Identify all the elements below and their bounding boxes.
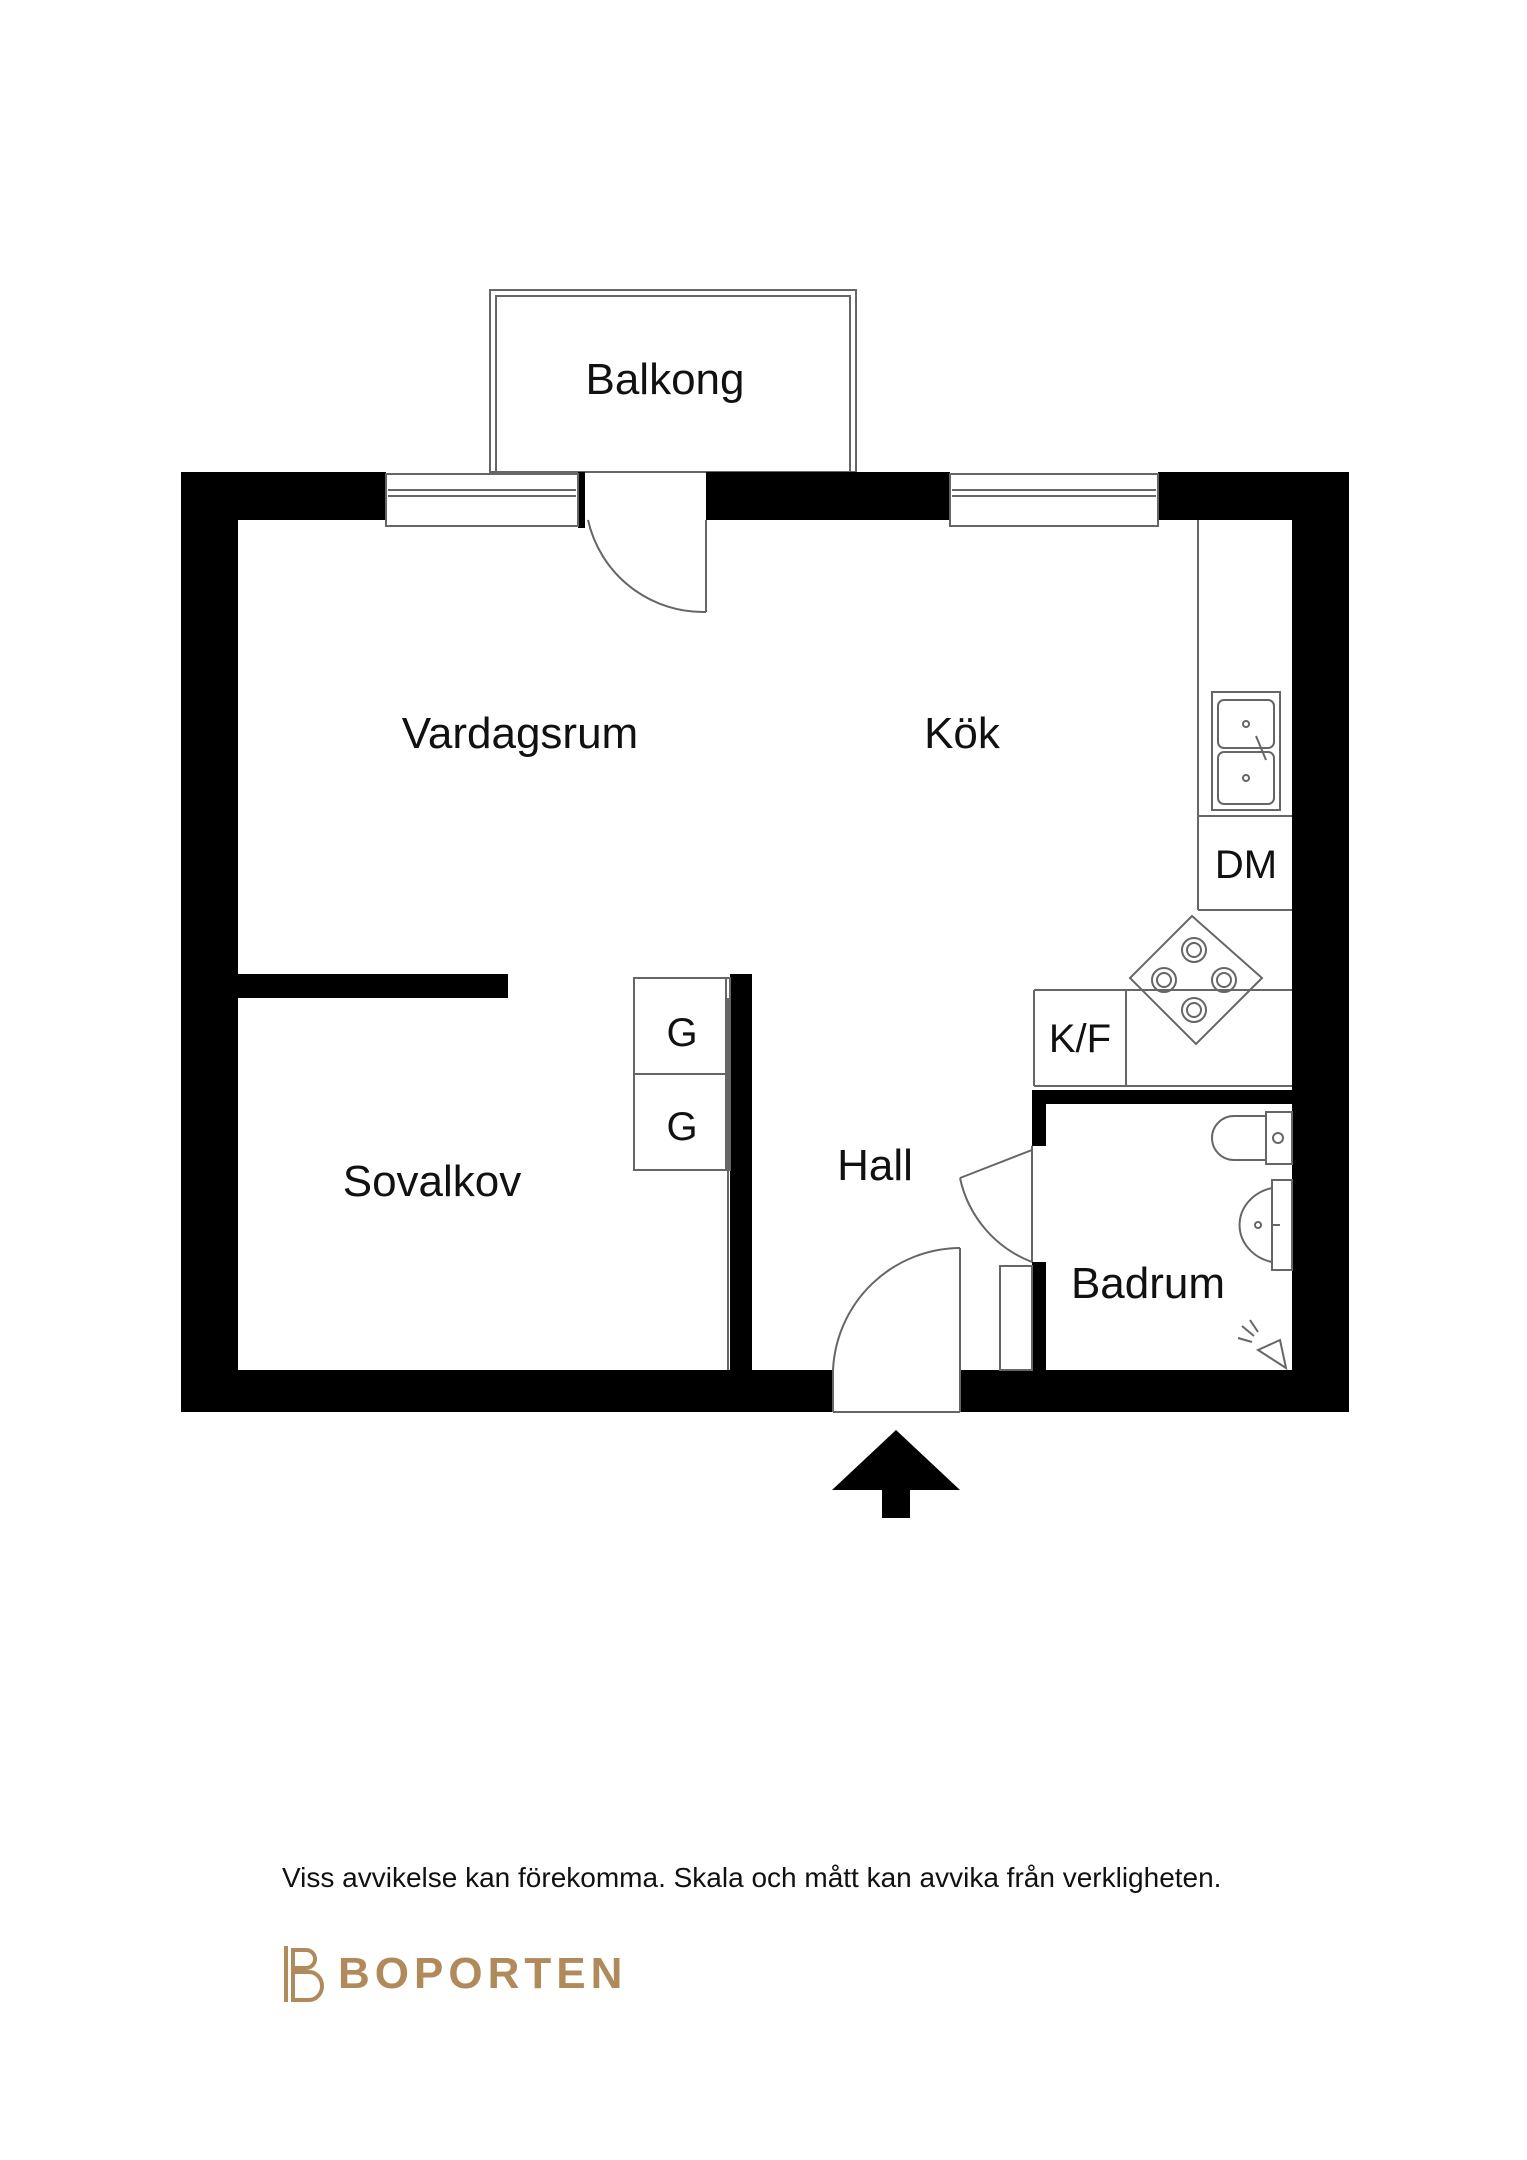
- toilet-icon: [1211, 1111, 1293, 1165]
- entrance-door: [832, 1247, 961, 1413]
- sink-icon: [1238, 1179, 1293, 1271]
- kitchen-counter: [1033, 520, 1292, 1087]
- bathroom-cabinet: [999, 1265, 1033, 1371]
- windows: [385, 473, 1159, 527]
- room-label-hall: Hall: [837, 1141, 913, 1190]
- interior-walls: [238, 974, 1292, 1370]
- entrance-arrow-icon: [832, 1430, 960, 1518]
- drain-icon: [1237, 1319, 1288, 1371]
- fixture-label-dm: DM: [1215, 843, 1277, 887]
- fixture-label-kf: K/F: [1049, 1017, 1111, 1061]
- boporten-logo-icon: [284, 1946, 324, 2002]
- bathroom-door: [959, 1146, 1033, 1263]
- balcony-door: [587, 519, 707, 614]
- brand-logo: BOPORTEN: [282, 1942, 627, 2006]
- balcony: [489, 289, 857, 473]
- brand-name: BOPORTEN: [338, 1949, 628, 1998]
- room-label-badrum: Badrum: [1071, 1259, 1225, 1308]
- room-label-balkong: Balkong: [585, 355, 744, 404]
- room-label-sovalkov: Sovalkov: [343, 1157, 522, 1206]
- fixture-label-g2: G: [666, 1105, 697, 1149]
- fixture-label-g1: G: [666, 1011, 697, 1055]
- stove-icon: [1128, 914, 1264, 1046]
- disclaimer-text: Viss avvikelse kan förekomma. Skala och …: [282, 1862, 1222, 1893]
- room-label-kok: Kök: [924, 709, 1001, 758]
- room-label-vardagsrum: Vardagsrum: [402, 709, 638, 758]
- outer-walls: [181, 472, 1349, 1412]
- wardrobes: [633, 977, 731, 1370]
